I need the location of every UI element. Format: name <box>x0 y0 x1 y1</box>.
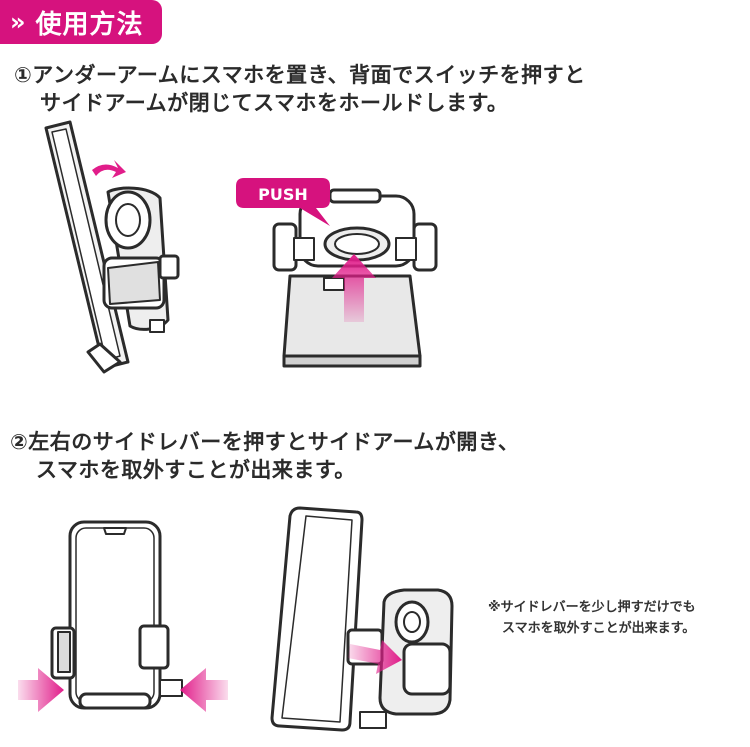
figure-side-view-holder <box>44 120 180 374</box>
footnote-line-1: ※サイドレバーを少し押すだけでも <box>488 600 696 615</box>
step-1-line-1: ①アンダーアームにスマホを置き、背面でスイッチを押すと <box>14 63 586 87</box>
footnote: ※サイドレバーを少し押すだけでも スマホを取外すことが出来ます。 <box>488 597 696 639</box>
step-2-line-1: ②左右のサイドレバーを押すとサイドアームが開き、 <box>10 430 520 454</box>
figure-angled-view-remove <box>270 506 454 732</box>
left-arrow-icon <box>180 668 228 712</box>
push-callout: PUSH <box>236 178 330 226</box>
section-title-badge: » 使用方法 <box>0 0 162 44</box>
step-1-instruction: ①アンダーアームにスマホを置き、背面でスイッチを押すと サイドアームが閉じてスマ… <box>14 61 586 117</box>
section-title: 使用方法 <box>35 9 144 40</box>
step-1-line-2: サイドアームが閉じてスマホをホールドします。 <box>40 91 509 115</box>
right-arrow-icon <box>18 668 64 712</box>
up-arrow-icon <box>332 254 376 322</box>
figure-front-view-release <box>50 520 183 710</box>
step-2-line-2: スマホを取外すことが出来ます。 <box>36 458 356 482</box>
footnote-line-2: スマホを取外すことが出来ます。 <box>502 621 696 636</box>
curved-arrow-icon <box>92 160 126 178</box>
right-arrow-icon-2 <box>348 640 402 674</box>
step-2-instruction: ②左右のサイドレバーを押すとサイドアームが開き、 スマホを取外すことが出来ます。 <box>10 428 519 484</box>
push-label: PUSH <box>258 185 308 204</box>
